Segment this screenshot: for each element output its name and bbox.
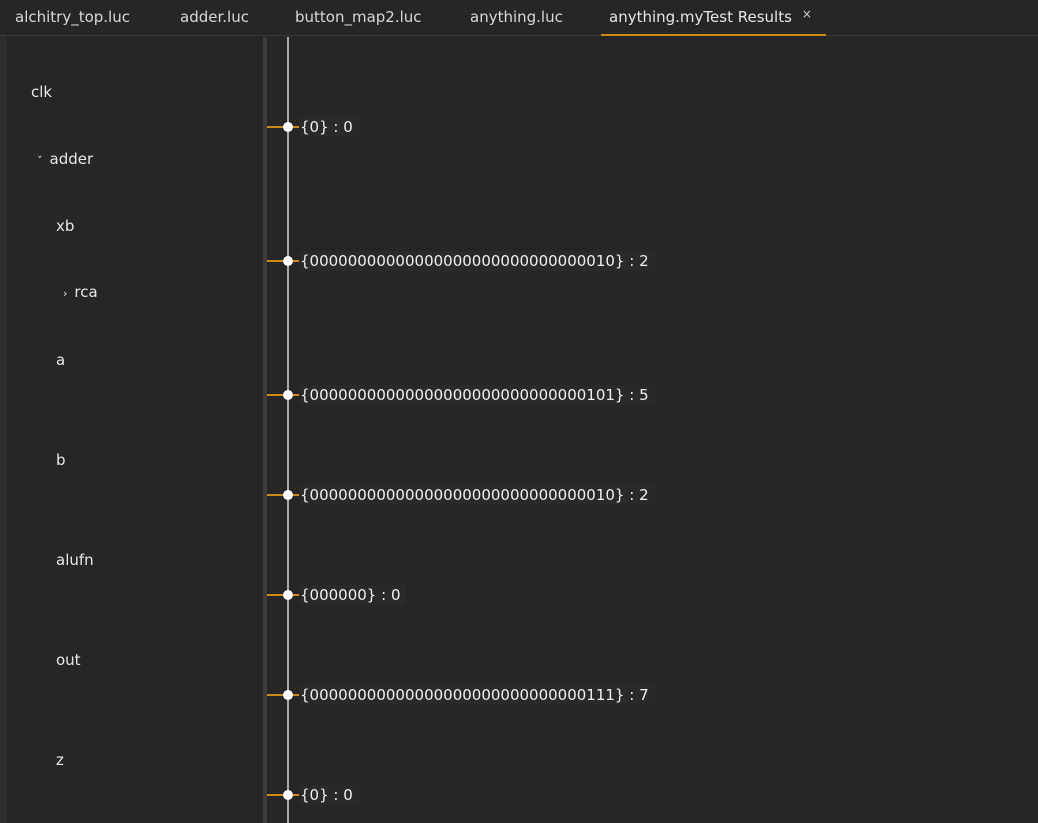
signal-alufn[interactable]: alufn (56, 551, 94, 569)
close-icon[interactable]: × (801, 7, 812, 21)
value-marker-icon[interactable] (283, 590, 293, 600)
chevron-down-icon[interactable]: ˅ (37, 154, 43, 167)
value-marker-icon[interactable] (283, 490, 293, 500)
value-marker-icon[interactable] (283, 122, 293, 132)
signal-xb[interactable]: xb (56, 217, 74, 235)
tab-adder[interactable]: adder.luc (180, 0, 249, 35)
signal-label: b (56, 451, 66, 469)
window-edge (0, 36, 6, 823)
signal-label: adder (49, 150, 94, 168)
signal-clk[interactable]: clk (31, 83, 52, 101)
tab-label: button_map2.luc (295, 8, 422, 26)
value-label: {0} : 0 (300, 117, 359, 137)
signal-out[interactable]: out (56, 651, 81, 669)
signal-label: clk (31, 83, 53, 101)
value-label: {00000000000000000000000000000010} : 2 (300, 251, 655, 271)
signal-b[interactable]: b (56, 451, 66, 469)
signal-label: out (56, 651, 81, 669)
signal-label: xb (56, 217, 75, 235)
tab-label: adder.luc (180, 8, 249, 26)
value-marker-icon[interactable] (283, 690, 293, 700)
signal-tree: clk ˅ adder xb › rca a b alufn out z (6, 37, 264, 823)
value-label: {00000000000000000000000000000111} : 7 (300, 685, 655, 705)
value-label: {000000} : 0 (300, 585, 407, 605)
value-marker-icon[interactable] (283, 790, 293, 800)
tab-label: anything.myTest Results (609, 8, 792, 26)
tab-button-map2[interactable]: button_map2.luc (295, 0, 422, 35)
tab-test-results[interactable]: anything.myTest Results × (601, 0, 826, 36)
pane-splitter[interactable] (263, 37, 267, 823)
signal-label: rca (74, 283, 98, 301)
value-label: {00000000000000000000000000000010} : 2 (300, 485, 655, 505)
tab-anything[interactable]: anything.luc (470, 0, 563, 35)
tab-label: alchitry_top.luc (15, 8, 130, 26)
signal-group-adder[interactable]: ˅ adder (37, 150, 93, 168)
signal-label: z (56, 751, 64, 769)
editor-tab-bar: alchitry_top.luc adder.luc button_map2.l… (0, 0, 1038, 36)
signal-label: alufn (56, 551, 94, 569)
signal-z[interactable]: z (56, 751, 64, 769)
signal-a[interactable]: a (56, 351, 65, 369)
timeline-axis (287, 37, 289, 823)
value-marker-icon[interactable] (283, 256, 293, 266)
tab-alchitry-top[interactable]: alchitry_top.luc (15, 0, 130, 35)
value-marker-icon[interactable] (283, 390, 293, 400)
tab-label: anything.luc (470, 8, 563, 26)
signal-group-rca[interactable]: › rca (63, 283, 98, 301)
signal-label: a (56, 351, 66, 369)
chevron-right-icon[interactable]: › (63, 287, 68, 300)
value-label: {00000000000000000000000000000101} : 5 (300, 385, 655, 405)
value-label: {0} : 0 (300, 785, 359, 805)
